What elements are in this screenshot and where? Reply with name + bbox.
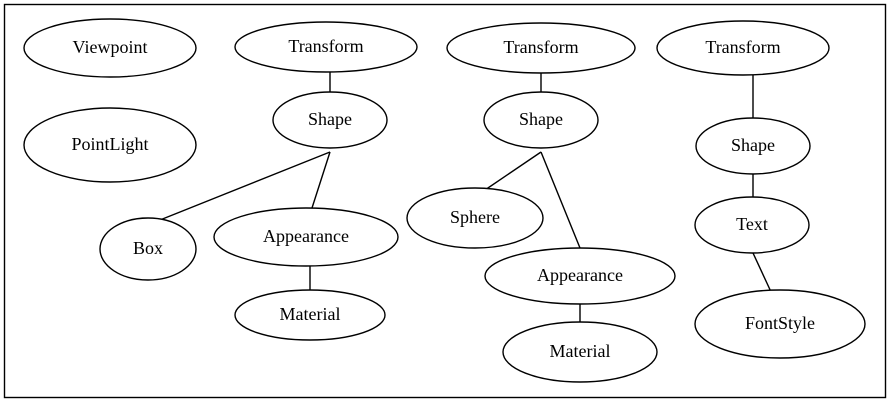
node-appearance1: Appearance bbox=[213, 207, 399, 267]
node-label: Text bbox=[736, 214, 768, 234]
node-label: Box bbox=[133, 238, 163, 258]
node-label: Shape bbox=[308, 109, 352, 129]
node-ellipse bbox=[695, 117, 811, 175]
node-shape2: Shape bbox=[483, 91, 599, 149]
node-label: Transform bbox=[503, 37, 578, 57]
node-ellipse bbox=[694, 196, 810, 254]
node-ellipse bbox=[502, 321, 658, 383]
node-ellipse bbox=[656, 20, 830, 76]
node-label: Appearance bbox=[537, 265, 623, 285]
node-box: Box bbox=[99, 217, 197, 281]
node-material1: Material bbox=[234, 289, 386, 341]
node-viewpoint: Viewpoint bbox=[23, 18, 197, 78]
edge-shape2-sphere bbox=[484, 151, 542, 191]
edge-text-fontstyle bbox=[752, 252, 773, 295]
node-sphere: Sphere bbox=[406, 187, 544, 249]
node-label: Sphere bbox=[450, 207, 500, 227]
node-appearance2: Appearance bbox=[484, 247, 676, 305]
node-label: Viewpoint bbox=[73, 37, 148, 57]
node-ellipse bbox=[23, 18, 197, 78]
node-label: Shape bbox=[519, 109, 563, 129]
node-label: PointLight bbox=[71, 134, 148, 154]
node-ellipse bbox=[213, 207, 399, 267]
node-transform2: Transform bbox=[446, 22, 636, 74]
node-transform3: Transform bbox=[656, 20, 830, 76]
node-ellipse bbox=[99, 217, 197, 281]
node-text: Text bbox=[694, 196, 810, 254]
node-transform1: Transform bbox=[234, 21, 418, 73]
node-ellipse bbox=[446, 22, 636, 74]
node-label: Shape bbox=[731, 135, 775, 155]
node-fontstyle: FontStyle bbox=[694, 289, 866, 359]
node-ellipse bbox=[694, 289, 866, 359]
node-ellipse bbox=[23, 107, 197, 183]
node-label: Appearance bbox=[263, 226, 349, 246]
node-shape1: Shape bbox=[272, 91, 388, 149]
edge-shape1-box bbox=[159, 151, 331, 221]
node-label: Material bbox=[550, 341, 611, 361]
node-ellipse bbox=[234, 289, 386, 341]
node-ellipse bbox=[234, 21, 418, 73]
node-label: Transform bbox=[288, 36, 363, 56]
node-material2: Material bbox=[502, 321, 658, 383]
node-label: Transform bbox=[705, 37, 780, 57]
node-label: Material bbox=[280, 304, 341, 324]
node-shape3: Shape bbox=[695, 117, 811, 175]
edge-shape2-appearance2 bbox=[540, 151, 581, 249]
node-ellipse bbox=[406, 187, 544, 249]
node-ellipse bbox=[272, 91, 388, 149]
node-ellipse bbox=[484, 247, 676, 305]
node-pointlight: PointLight bbox=[23, 107, 197, 183]
node-label: FontStyle bbox=[745, 313, 815, 333]
node-ellipse bbox=[483, 91, 599, 149]
edge-shape1-appearance1 bbox=[311, 151, 331, 209]
